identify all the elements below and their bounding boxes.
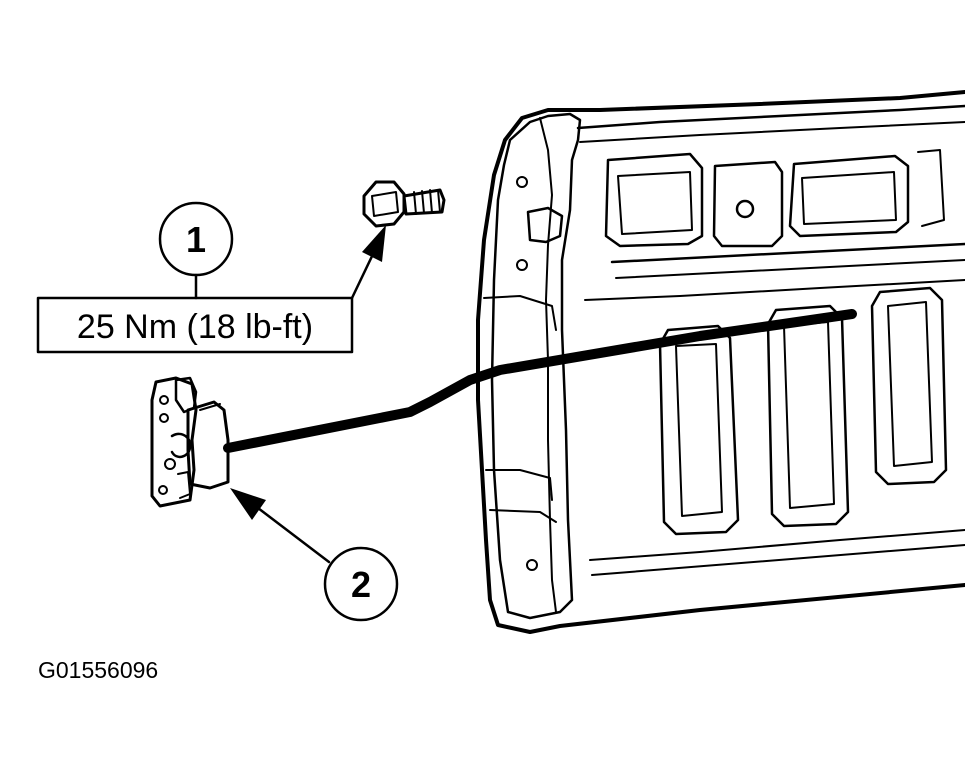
latch-hole xyxy=(159,413,169,423)
edge-hole xyxy=(526,559,538,571)
callout-1-number: 1 xyxy=(186,219,206,260)
latch-rod xyxy=(223,309,857,453)
latch-hole xyxy=(158,485,168,495)
tailgate-latch xyxy=(150,376,230,508)
arrow-head xyxy=(362,225,386,262)
callout-1: 1 25 Nm (18 lb-ft) xyxy=(36,201,386,354)
latch-hole xyxy=(159,395,169,405)
figure-id: G01556096 xyxy=(38,657,158,683)
edge-hole xyxy=(516,176,528,188)
latch-hole xyxy=(164,458,176,470)
panel-rib xyxy=(766,304,850,528)
arrow-head xyxy=(230,488,266,520)
callout-2: 2 xyxy=(230,488,399,622)
panel-hole xyxy=(735,199,755,219)
panel-rib xyxy=(658,324,740,536)
torque-spec-label: 25 Nm (18 lb-ft) xyxy=(77,308,313,346)
tailgate xyxy=(476,90,965,634)
bolt xyxy=(362,180,446,228)
callout-2-circle xyxy=(323,546,399,622)
callout-2-number: 2 xyxy=(351,564,371,605)
edge-hole xyxy=(516,259,528,271)
panel-rib xyxy=(870,286,948,486)
torque-spec-box xyxy=(36,296,354,354)
